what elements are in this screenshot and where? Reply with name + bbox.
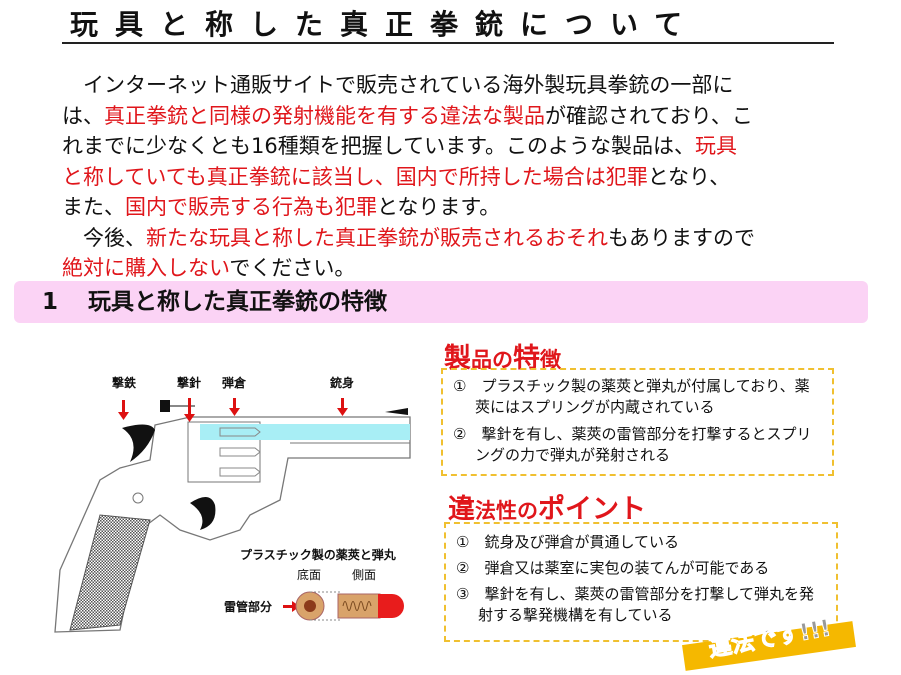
intro-paragraph: インターネット通販サイトで販売されている海外製玩具拳銃の一部には、真正拳銃と同様… <box>62 70 852 284</box>
section-title: 玩具と称した真正拳銃の特徴 <box>88 289 388 315</box>
text-segment: でください。 <box>229 256 356 280</box>
highlighted-text: 新たな玩具と称した真正拳銃が販売されるおそれ <box>146 225 608 250</box>
illegal-stamp: 違法です!!! <box>682 615 856 671</box>
section-header: 1 玩具と称した真正拳銃の特徴 <box>14 281 868 323</box>
text-segment: となり、 <box>647 164 731 189</box>
label-firing-pin: 撃針 <box>177 376 202 390</box>
text-segment: となります。 <box>377 195 501 219</box>
text-segment: が確認されており、こ <box>545 103 753 128</box>
text-segment: もありますので <box>608 225 755 250</box>
paragraph-line: インターネット通販サイトで販売されている海外製玩具拳銃の一部に <box>62 70 852 101</box>
text-segment: 今後、 <box>62 225 146 250</box>
highlighted-text: 真正拳銃と同様の発射機能を有する違法な製品 <box>104 103 545 128</box>
text-segment: また、 <box>62 195 125 219</box>
highlighted-text: 国内で販売する行為も犯罪 <box>125 195 377 219</box>
cartridge-caption: プラスチック製の薬莢と弾丸 <box>240 548 396 562</box>
feature-item: ② 撃針を有し、薬莢の雷管部分を打撃するとスプリングの力で弾丸が発射される <box>453 425 812 464</box>
paragraph-line: と称していても真正拳銃に該当し、国内で所持した場合は犯罪となり、 <box>62 162 852 193</box>
page-title: 玩具と称した真正拳銃について <box>62 6 834 44</box>
paragraph-line: 絶対に購入しないでください。 <box>62 253 852 284</box>
paragraph-line: れまでに少なくとも16種類を把握しています。このような製品は、玩具 <box>62 131 852 162</box>
revolver-diagram: 撃鉄 撃針 弾倉 銃身 プラスチック製の薬莢と弾丸 底面 側面 雷管部分 <box>40 340 440 640</box>
label-side-view: 側面 <box>352 568 377 582</box>
paragraph-line: 今後、新たな玩具と称した真正拳銃が販売されるおそれもありますので <box>62 223 852 254</box>
features-box: ① プラスチック製の薬莢と弾丸が付属しており、薬莢にはスプリングが内蔵されている… <box>441 368 834 476</box>
text-segment: インターネット通販サイトで販売されている海外製玩具拳銃の一部に <box>62 73 734 97</box>
label-barrel: 銃身 <box>330 376 355 390</box>
paragraph-line: また、国内で販売する行為も犯罪となります。 <box>62 192 852 223</box>
illegality-box: ① 銃身及び弾倉が貫通している ② 弾倉又は薬室に実包の装てんが可能である ③ … <box>444 522 838 642</box>
label-bottom-view: 底面 <box>297 568 322 582</box>
highlighted-text: 玩具 <box>695 134 737 158</box>
text-segment: れまでに少なくとも16種類を把握しています。このような製品は、 <box>62 134 695 158</box>
section-number: 1 <box>42 289 59 315</box>
text-segment: は、 <box>62 103 104 128</box>
label-hammer: 撃鉄 <box>112 376 137 390</box>
revolver-illustration <box>54 398 411 633</box>
highlighted-text: 絶対に購入しない <box>62 256 230 280</box>
illegality-heading: 違法性のポイント <box>448 494 646 525</box>
paragraph-line: は、真正拳銃と同様の発射機能を有する違法な製品が確認されており、こ <box>62 101 852 132</box>
feature-item: ① プラスチック製の薬莢と弾丸が付属しており、薬莢にはスプリングが内蔵されている <box>453 377 810 416</box>
label-primer: 雷管部分 <box>224 600 273 614</box>
illegality-item: ① 銃身及び弾倉が貫通している <box>456 533 679 551</box>
highlighted-text: と称していても真正拳銃に該当し、国内で所持した場合は犯罪 <box>62 164 648 189</box>
illegality-item: ③ 撃針を有し、薬莢の雷管部分を打撃して弾丸を発射する撃発機構を有している <box>456 585 814 624</box>
label-cylinder: 弾倉 <box>222 376 247 390</box>
illegality-item: ② 弾倉又は薬室に実包の装てんが可能である <box>456 559 770 577</box>
